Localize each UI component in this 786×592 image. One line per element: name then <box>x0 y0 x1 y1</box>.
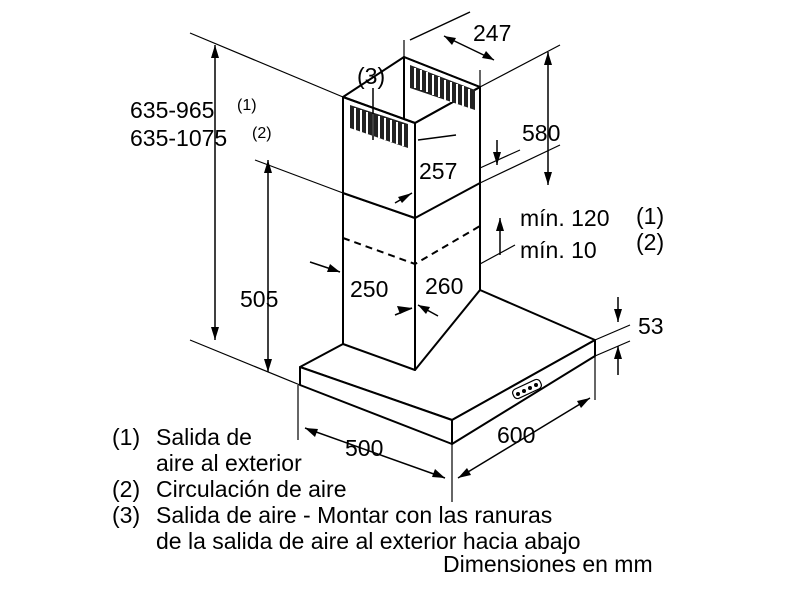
canopy <box>299 289 596 445</box>
chimney-width-lower-label: 250 <box>350 276 388 302</box>
legend-text: aire al exterior <box>156 450 302 476</box>
legend-num: (1) <box>112 424 141 450</box>
min-clearance-1-label: mín. 120 <box>520 205 610 231</box>
overlap-line <box>342 225 481 266</box>
canopy-width-label: 600 <box>497 422 535 448</box>
vent-slots-front <box>350 105 408 148</box>
min-clearance-2-ref: (2) <box>636 229 664 255</box>
control-panel <box>512 378 542 400</box>
dimension-labels: 635-965 (1) 635-1075 (2) 247 580 257 (3)… <box>130 20 664 461</box>
dimension-lines <box>189 11 631 502</box>
units-note: Dimensiones en mm <box>443 551 653 577</box>
legend-num: (2) <box>112 476 141 502</box>
upper-chimney <box>342 56 481 219</box>
legend-text: Salida de <box>156 424 252 450</box>
upper-chimney-height-label: 580 <box>522 120 560 146</box>
canopy-depth-label: 500 <box>345 435 383 461</box>
control-knob <box>528 386 532 390</box>
outlet-ref-label: (3) <box>357 63 385 89</box>
canopy-thickness-label: 53 <box>638 313 664 339</box>
legend-text: Circulación de aire <box>156 476 347 502</box>
chimney-depth-top-label: 257 <box>419 158 457 184</box>
control-knob <box>534 383 538 387</box>
vent-slots-back <box>410 65 475 110</box>
legend-item: (2) Circulación de aire <box>112 476 581 502</box>
height-range-1-ref: (1) <box>237 97 257 114</box>
legend-num: (3) <box>112 502 141 528</box>
height-range-1-label: 635-965 <box>130 97 214 123</box>
legend-item: (3) Salida de aire - Montar con las ranur… <box>112 502 581 554</box>
control-knob <box>516 392 520 396</box>
chimney-depth-lower-label: 260 <box>425 273 463 299</box>
legend: (1) Salida de aire al exterior (2) Circula… <box>112 424 581 554</box>
chimney-width-top-label: 247 <box>473 20 511 46</box>
legend-item: (1) Salida de aire al exterior <box>112 424 581 476</box>
control-knob <box>522 389 526 393</box>
height-range-2-label: 635-1075 <box>130 125 227 151</box>
hood-to-bottom-label: 505 <box>240 286 278 312</box>
min-clearance-2-label: mín. 10 <box>520 237 597 263</box>
legend-text: de la salida de aire al exterior hacia a… <box>156 528 581 554</box>
lower-chimney <box>342 179 481 371</box>
legend-text: Salida de aire - Montar con las ranuras <box>156 502 553 528</box>
min-clearance-1-ref: (1) <box>636 203 664 229</box>
height-range-2-ref: (2) <box>252 125 272 142</box>
